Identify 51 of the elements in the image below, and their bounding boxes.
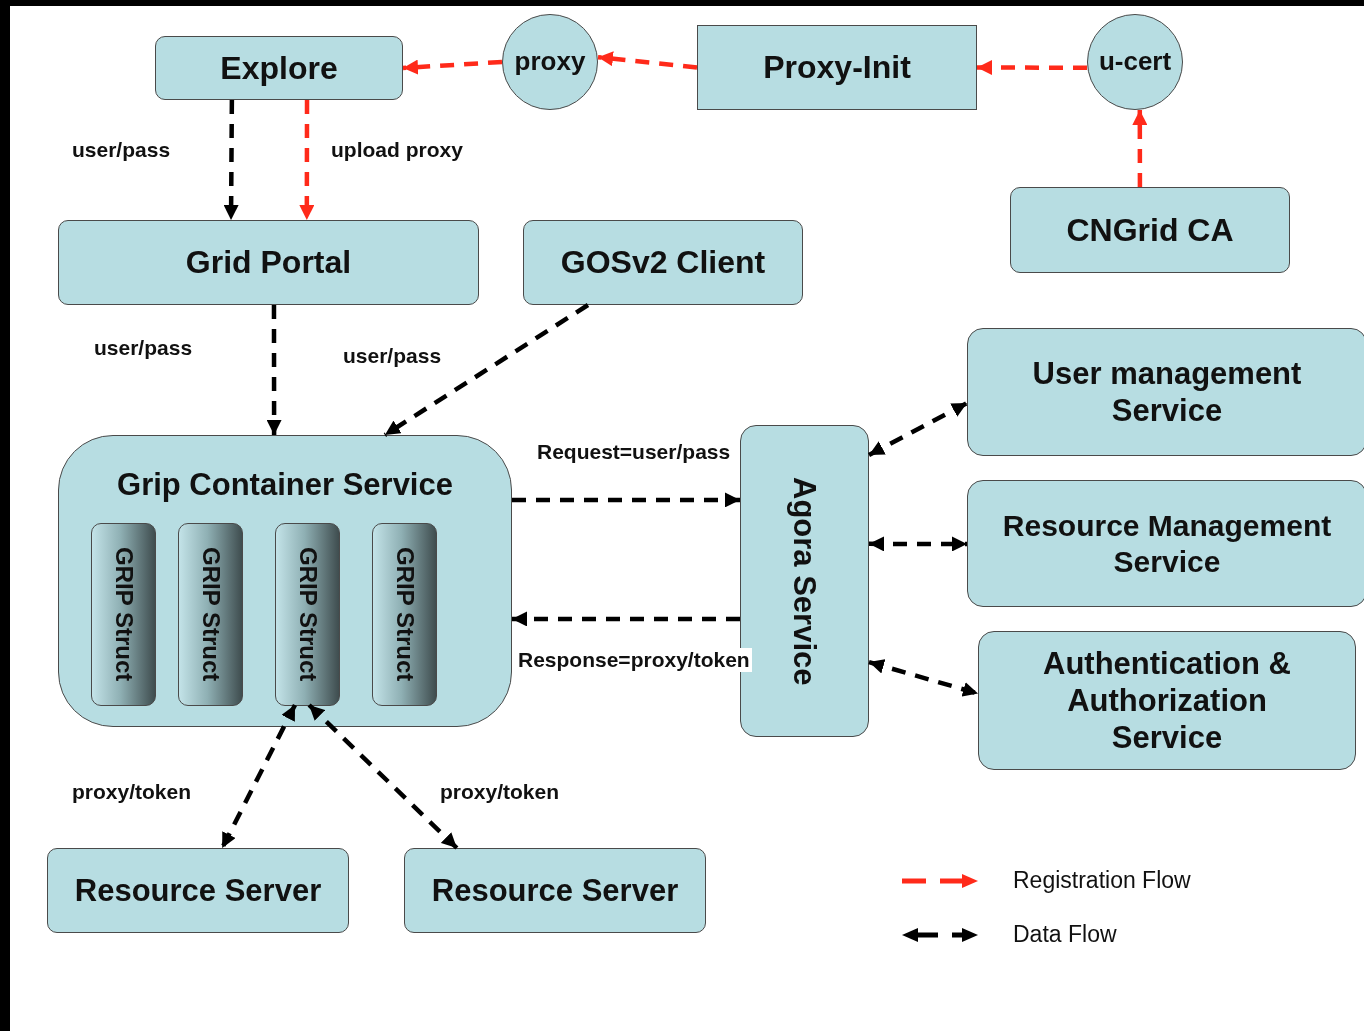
arrow bbox=[512, 611, 740, 627]
node-label: User management Service bbox=[1031, 354, 1303, 430]
vertical-box bbox=[275, 523, 340, 706]
arrow bbox=[307, 703, 459, 850]
node-label: Resource Server bbox=[73, 871, 323, 910]
arrow bbox=[383, 303, 590, 437]
node-label: Grip Container Service bbox=[116, 466, 454, 504]
node-label: Grid Portal bbox=[184, 243, 353, 282]
process-box bbox=[58, 220, 479, 305]
node-label: GRIP Struct bbox=[109, 547, 138, 682]
arrow bbox=[597, 51, 698, 70]
process-box bbox=[978, 631, 1356, 770]
legend-label: Registration Flow bbox=[1013, 867, 1191, 894]
node-label: Agora Service bbox=[786, 476, 824, 686]
node-label: u-cert bbox=[1097, 46, 1173, 78]
process-box bbox=[967, 480, 1364, 607]
node-label: proxy bbox=[513, 46, 587, 78]
process-box bbox=[404, 848, 706, 933]
arrow bbox=[869, 536, 967, 552]
arrow bbox=[223, 100, 239, 220]
arrow bbox=[220, 703, 297, 850]
process-box bbox=[155, 36, 403, 100]
process-box bbox=[697, 25, 977, 110]
edge-label: Response=proxy/token bbox=[516, 648, 752, 672]
node-label: Proxy-Init bbox=[762, 48, 912, 87]
node-label: CNGrid CA bbox=[1065, 210, 1235, 250]
node-label: Resource Management Service bbox=[1001, 507, 1333, 580]
vertical-box bbox=[178, 523, 243, 706]
vertical-box bbox=[91, 523, 156, 706]
process-box bbox=[523, 220, 803, 305]
node-label: GRIP Struct bbox=[390, 547, 419, 682]
node-label: Explore bbox=[219, 48, 339, 88]
arrow bbox=[266, 305, 282, 435]
node-label: Authentication & Authorization Service bbox=[1042, 644, 1292, 757]
arrow bbox=[1132, 110, 1148, 187]
node-label: GRIP Struct bbox=[196, 547, 225, 682]
process-box bbox=[47, 848, 349, 933]
process-box bbox=[967, 328, 1364, 456]
arrow bbox=[402, 59, 503, 75]
process-box bbox=[58, 435, 512, 727]
node-label: Resource Server bbox=[430, 871, 680, 910]
legend-label: Data Flow bbox=[1013, 921, 1117, 948]
arrow bbox=[977, 60, 1087, 76]
arrow bbox=[299, 100, 315, 220]
arrow bbox=[867, 401, 969, 457]
arrow bbox=[868, 659, 979, 697]
vertical-box bbox=[372, 523, 437, 706]
node-label: GOSv2 Client bbox=[559, 243, 767, 282]
arrow bbox=[512, 492, 740, 508]
node-label: GRIP Struct bbox=[293, 547, 322, 682]
process-box bbox=[1010, 187, 1290, 273]
